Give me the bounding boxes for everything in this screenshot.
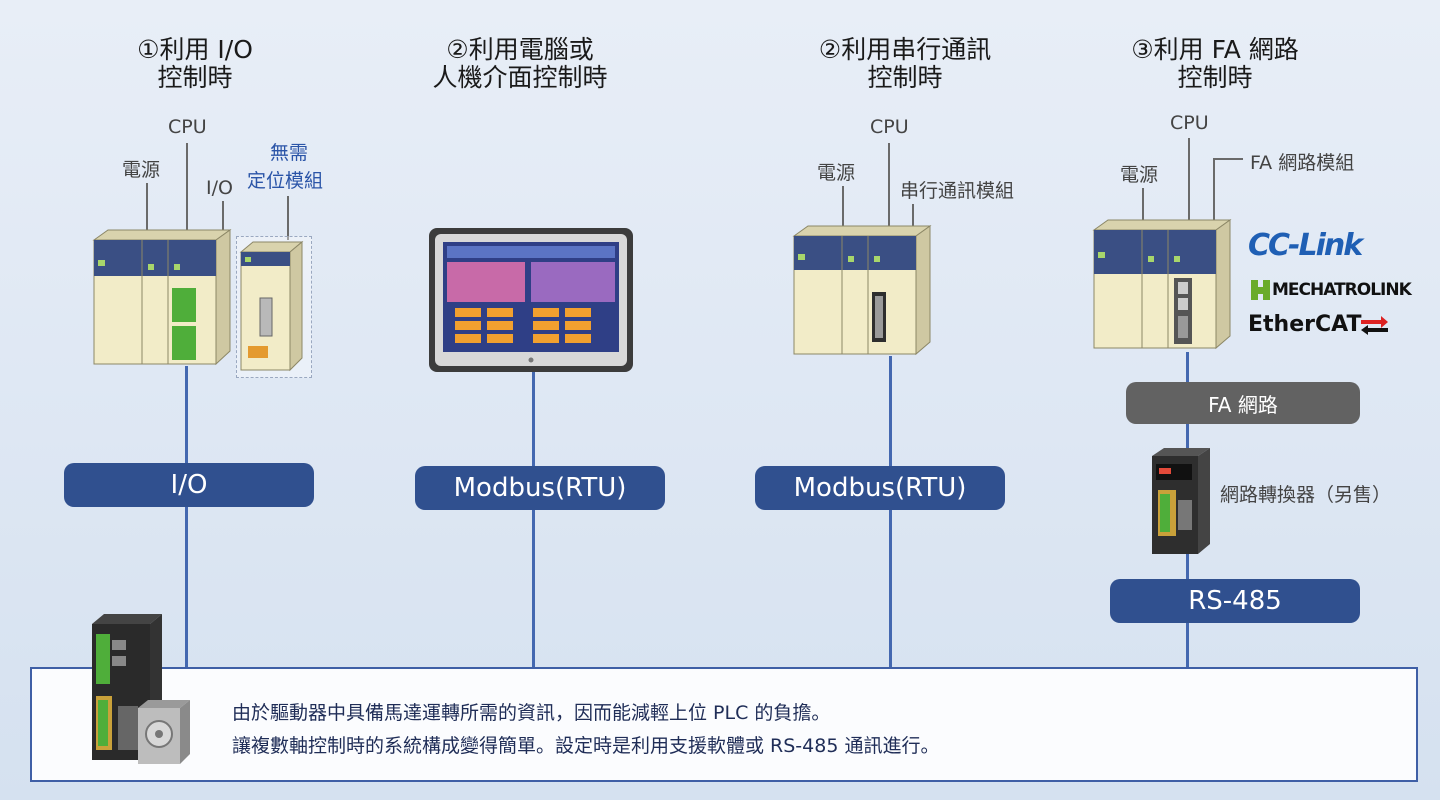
fa-network-bus: FA 網路: [1126, 382, 1360, 424]
ethercat-text: EtherCAT: [1248, 312, 1362, 337]
fa-module-pointer-h: [1213, 158, 1243, 160]
positioning-pointer: [287, 196, 289, 240]
io-label: I/O: [206, 177, 233, 199]
heading-serial: ②利用串行通訊 控制時: [795, 36, 1015, 92]
heading-fa-network-line2: 控制時: [1177, 63, 1253, 92]
plc-io-unit: [92, 229, 232, 366]
power-label-3: 電源: [817, 162, 856, 184]
mechatrolink-text: MECHATROLINK: [1272, 280, 1412, 300]
plc-fa-unit: [1092, 219, 1232, 350]
heading-serial-line1: ②利用串行通訊: [818, 35, 992, 64]
modbus-rtu-bus-hmi: Modbus(RTU): [415, 466, 665, 510]
heading-pc-hmi-line2: 人機介面控制時: [432, 63, 608, 92]
io-pointer: [222, 201, 224, 235]
serial-connection-line: [889, 356, 892, 668]
cpu-label-3: CPU: [870, 116, 909, 138]
heading-pc-hmi: ②利用電腦或 人機介面控制時: [410, 36, 630, 92]
cpu-label-1: CPU: [168, 116, 207, 138]
no-positioning-label: 無需: [270, 140, 308, 166]
cc-link-logo: CC-Link: [1248, 228, 1363, 263]
note-line-1: 由於驅動器中具備馬達運轉所需的資訊，因而能減輕上位 PLC 的負擔。: [232, 702, 831, 724]
stepper-motor-icon: [138, 700, 190, 764]
fa-network-module-label: FA 網路模組: [1250, 152, 1355, 174]
positioning-module-icon: [239, 240, 304, 372]
heading-fa-network-line1: ③利用 FA 網路: [1131, 35, 1299, 64]
plc-serial-unit: [792, 225, 932, 356]
heading-io-line1: ①利用 I/O: [137, 35, 253, 64]
heading-pc-hmi-line1: ②利用電腦或: [446, 35, 594, 64]
ethercat-arrows-icon: [1361, 315, 1389, 335]
power-pointer-4: [1142, 188, 1144, 228]
serial-pointer: [912, 204, 914, 232]
heading-fa-network: ③利用 FA 網路 控制時: [1105, 36, 1325, 92]
heading-serial-line2: 控制時: [867, 63, 943, 92]
hmi-connection-line: [532, 372, 535, 668]
power-label-1: 電源: [122, 159, 161, 181]
io-bus: I/O: [64, 463, 314, 507]
power-label-4: 電源: [1120, 164, 1159, 186]
no-positioning-line1: 無需: [270, 142, 309, 164]
modbus-rtu-bus-serial: Modbus(RTU): [755, 466, 1005, 510]
network-converter-device: [1152, 448, 1210, 554]
driver-info-box: [30, 667, 1418, 782]
power-pointer-1: [146, 183, 148, 233]
cpu-pointer-1: [186, 143, 188, 233]
fa-module-pointer: [1213, 158, 1215, 228]
serial-module-label: 串行通訊模組: [900, 180, 1015, 202]
rs485-bus: RS-485: [1110, 579, 1360, 623]
cpu-label-4: CPU: [1170, 112, 1209, 134]
hmi-touch-panel: [429, 228, 633, 372]
power-pointer-3: [842, 186, 844, 232]
note-line-2: 讓複數軸控制時的系統構成變得簡單。設定時是利用支援軟體或 RS-485 通訊進行…: [232, 735, 940, 757]
no-positioning-line2: 定位模組: [247, 170, 324, 192]
cpu-pointer-4: [1188, 138, 1190, 228]
mechatrolink-logo: MECHATROLINK: [1250, 278, 1412, 302]
heading-io-line2: 控制時: [157, 63, 233, 92]
network-converter-label: 網路轉換器（另售）: [1220, 484, 1392, 506]
heading-io: ①利用 I/O 控制時: [120, 36, 270, 92]
cpu-pointer-3: [888, 143, 890, 229]
mechatrolink-mark-icon: [1251, 280, 1270, 300]
ethercat-logo: EtherCAT: [1248, 312, 1389, 337]
io-connection-line: [185, 366, 188, 668]
